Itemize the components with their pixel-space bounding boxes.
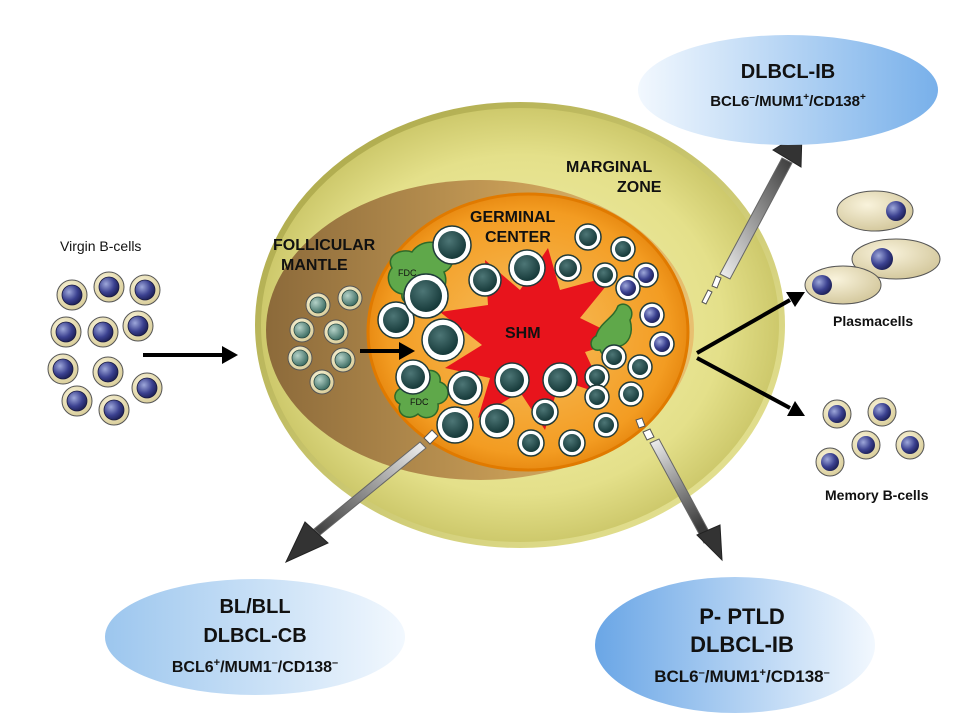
mantle-cell xyxy=(309,369,335,395)
mantle-cell xyxy=(323,319,349,345)
arrow-to-memory-cells xyxy=(696,356,805,416)
virgin-b-cell xyxy=(47,353,79,385)
bl-bll-title: BL/BLL xyxy=(219,596,290,618)
gc-cell xyxy=(558,429,586,457)
plasma-cells xyxy=(804,190,941,305)
virgin-b-cell xyxy=(122,310,154,342)
virgin-b-cell xyxy=(61,385,93,417)
gc-cell xyxy=(531,398,559,426)
center-label: CENTER xyxy=(485,229,551,246)
memory-b-cell xyxy=(851,430,881,460)
gc-cell xyxy=(593,412,619,438)
virgin-b-cell xyxy=(131,372,163,404)
gc-cell xyxy=(554,254,582,282)
dlbcl-cb-title: DLBCL-CB xyxy=(203,625,306,647)
gc-cell xyxy=(403,273,449,319)
gc-cell xyxy=(592,262,618,288)
gc-cell xyxy=(436,406,474,444)
memory-b-cell xyxy=(815,447,845,477)
gc-cell xyxy=(494,362,530,398)
virgin-b-cell xyxy=(98,394,130,426)
virgin-b-cell xyxy=(92,356,124,388)
mantle-cell xyxy=(305,292,331,318)
fdc-label-upper: FDC xyxy=(398,268,417,278)
memory-b-cell xyxy=(822,399,852,429)
dlbcl-ib-top-bubble xyxy=(638,35,938,145)
plasma-cell xyxy=(804,265,882,305)
arrow-mantle-to-gc xyxy=(360,342,415,360)
gc-cell xyxy=(639,302,665,328)
gc-cell xyxy=(584,384,610,410)
gc-cell xyxy=(633,262,659,288)
marginal-label: MARGINAL xyxy=(566,159,652,176)
gc-cell xyxy=(627,354,653,380)
gc-cell xyxy=(574,223,602,251)
virgin-b-cell xyxy=(56,279,88,311)
gc-cell xyxy=(618,381,644,407)
plasma-cell xyxy=(836,190,914,232)
memory-b-cell xyxy=(895,430,925,460)
gc-cell xyxy=(395,359,431,395)
shm-label: SHM xyxy=(505,325,541,342)
mantle-label: MANTLE xyxy=(281,257,348,274)
virgin-b-cell xyxy=(87,316,119,348)
plasmacells-label: Plasmacells xyxy=(833,313,913,329)
follicular-mantle-label: FOLLICULAR MANTLE xyxy=(273,237,380,274)
gc-cell xyxy=(584,364,610,390)
follicular-label: FOLLICULAR xyxy=(273,237,376,254)
mantle-cell xyxy=(337,285,363,311)
arrow-virgin-to-mantle xyxy=(143,346,238,364)
fdc-label-lower: FDC xyxy=(410,397,429,407)
virgin-b-cells xyxy=(47,271,163,426)
gc-cell xyxy=(432,225,472,265)
gc-cell xyxy=(479,403,515,439)
marginal-zone-label: MARGINAL ZONE xyxy=(566,159,662,196)
mantle-cell xyxy=(287,345,313,371)
germinal-center-cells xyxy=(377,223,675,457)
gc-cell xyxy=(377,301,415,339)
mantle-cell xyxy=(289,317,315,343)
virgin-b-cells-label: Virgin B-cells xyxy=(60,238,141,254)
virgin-b-cell xyxy=(93,271,125,303)
gc-cell xyxy=(468,263,502,297)
arrow-to-p-ptld xyxy=(635,417,723,562)
p-ptld-markers: BCL6–/MUM1+/CD138– xyxy=(654,667,830,686)
p-ptld-bubble xyxy=(595,577,875,713)
flow-arrows xyxy=(143,292,805,416)
memory-b-cells-label: Memory B-cells xyxy=(825,487,929,503)
gc-cell xyxy=(615,275,641,301)
memory-b-cell xyxy=(867,397,897,427)
memory-b-cells xyxy=(815,397,925,477)
virgin-b-cell xyxy=(129,274,161,306)
shm-star xyxy=(440,248,625,430)
arrow-to-plasmacells xyxy=(696,292,805,355)
plasma-cell xyxy=(851,238,941,280)
gc-cell xyxy=(421,318,465,362)
gc-cell xyxy=(447,370,483,406)
gc-cell xyxy=(610,236,636,262)
zone-label: ZONE xyxy=(617,179,662,196)
virgin-b-cell xyxy=(50,316,82,348)
p-ptld-title: P- PTLD xyxy=(699,604,785,629)
arrow-to-bl-bll xyxy=(284,429,439,564)
mantle-cell xyxy=(330,347,356,373)
fdc-cell-right xyxy=(590,303,633,358)
germinal-center-label: GERMINAL CENTER xyxy=(470,209,560,246)
dlbcl-ib-top-markers: BCL6–/MUM1+/CD138+ xyxy=(710,92,866,110)
gc-cell xyxy=(601,344,627,370)
bl-bll-markers: BCL6+/MUM1–/CD138– xyxy=(172,657,338,676)
gc-cell xyxy=(508,249,546,287)
dlbcl-ib-bottom-title: DLBCL-IB xyxy=(690,632,794,657)
germinal-label: GERMINAL xyxy=(470,209,556,226)
mantle-cells xyxy=(287,285,363,395)
dlbcl-ib-top-title: DLBCL-IB xyxy=(741,61,835,83)
gc-cell xyxy=(542,362,578,398)
gc-cell xyxy=(649,331,675,357)
gc-cell xyxy=(517,429,545,457)
bl-bll-bubble xyxy=(105,579,405,695)
